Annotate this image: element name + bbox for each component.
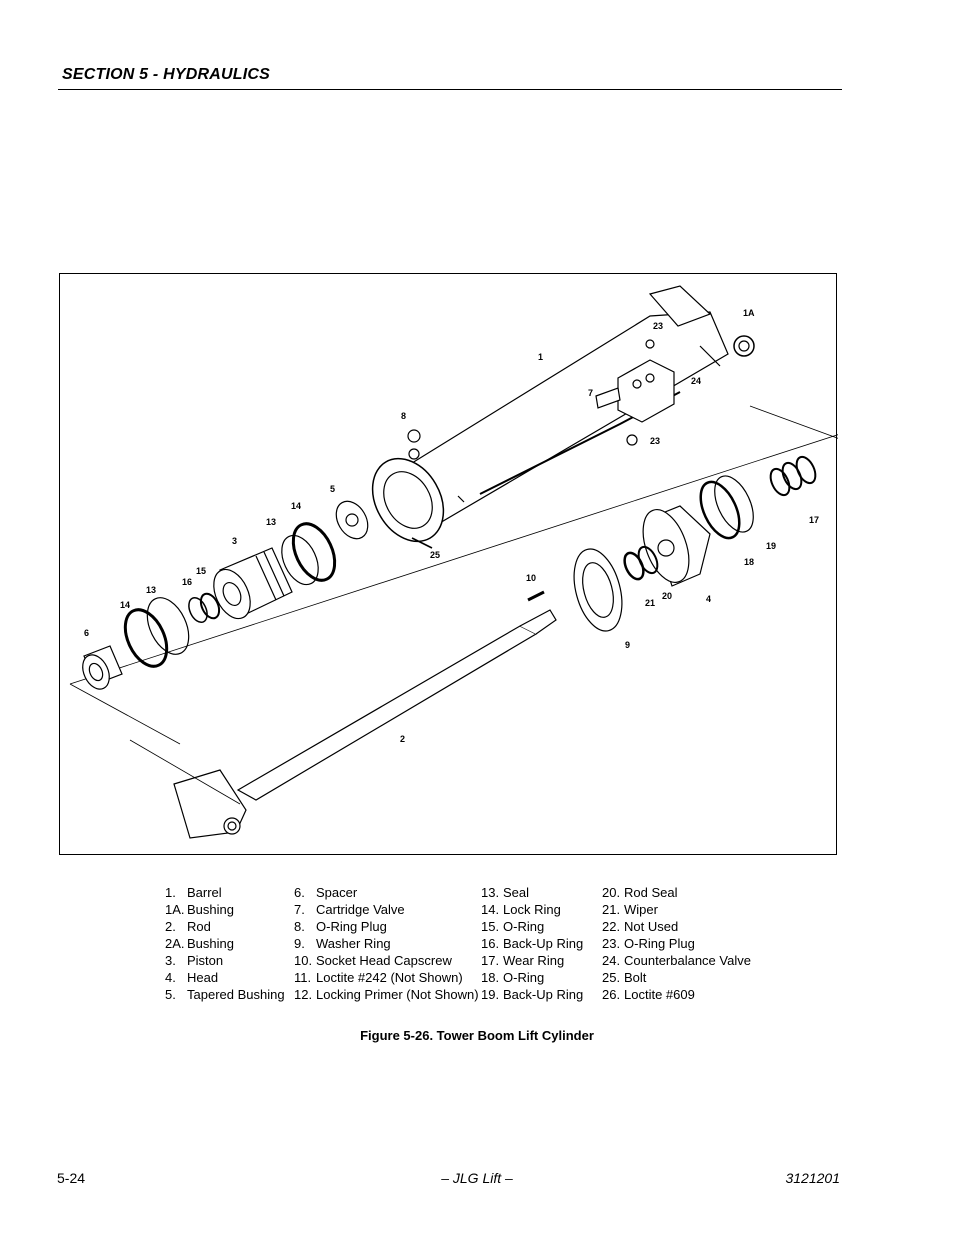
legend-item: 1A.Bushing xyxy=(165,902,234,917)
legend-item: 26.Loctite #609 xyxy=(602,987,695,1002)
callout-label: 15 xyxy=(196,566,206,576)
callout-label: 19 xyxy=(766,541,776,551)
legend-item: 18.O-Ring xyxy=(481,970,545,985)
washer-ring-drawing xyxy=(573,548,623,632)
callout-label: 4 xyxy=(706,594,711,604)
callout-label: 18 xyxy=(744,557,754,567)
page-number: 5-24 xyxy=(57,1170,86,1186)
legend-column-3: 13.Seal 14.Lock Ring 15.O-Ring 16.Back-U… xyxy=(481,884,583,1003)
callout-label: 14 xyxy=(120,600,130,610)
legend-item: 9.Washer Ring xyxy=(294,936,391,951)
lock-ring-drawing xyxy=(291,522,337,582)
head-drawing xyxy=(642,505,711,587)
callout-label: 10 xyxy=(526,573,536,583)
callout-label: 24 xyxy=(691,376,701,386)
callout-label: 23 xyxy=(650,436,660,446)
spacer-drawing xyxy=(82,645,123,690)
legend-item: 10.Socket Head Capscrew xyxy=(294,953,452,968)
o-ring-drawing xyxy=(699,480,741,540)
document-number: 3121201 xyxy=(785,1170,840,1186)
callout-label: 13 xyxy=(266,517,276,527)
legend-item: 11.Loctite #242 (Not Shown) xyxy=(294,970,463,985)
wear-ring-drawing xyxy=(769,467,791,497)
callout-label: 3 xyxy=(232,536,237,546)
figure-caption: Figure 5-26. Tower Boom Lift Cylinder xyxy=(360,1028,594,1043)
valve-block-drawing xyxy=(595,339,675,446)
legend-item: 13.Seal xyxy=(481,885,530,900)
legend-item: 25.Bolt xyxy=(602,970,647,985)
assembly-axis-line xyxy=(69,683,181,745)
wiper-drawing xyxy=(637,545,659,575)
legend-item: 2.Rod xyxy=(165,919,211,934)
callout-label: 7 xyxy=(588,388,593,398)
legend-column-4: 20.Rod Seal 21.Wiper 22.Not Used 23.O-Ri… xyxy=(602,884,751,1003)
section-title: SECTION 5 - HYDRAULICS xyxy=(62,66,270,83)
callout-label: 1A xyxy=(743,308,755,318)
piston-drawing xyxy=(213,547,293,620)
callout-label: 14 xyxy=(291,501,301,511)
callout-label: 9 xyxy=(625,640,630,650)
callout-label: 2 xyxy=(400,734,405,744)
callout-label: 25 xyxy=(430,550,440,560)
legend-item: 14.Lock Ring xyxy=(481,902,561,917)
callout-label: 17 xyxy=(809,515,819,525)
legend-item: 7.Cartridge Valve xyxy=(294,902,405,917)
callout-label: 13 xyxy=(146,585,156,595)
legend-item: 21.Wiper xyxy=(602,902,658,917)
legend-item: 19.Back-Up Ring xyxy=(481,987,584,1002)
socket-head-capscrew-drawing xyxy=(527,590,545,602)
rod-drawing xyxy=(173,609,557,839)
back-up-ring-drawing xyxy=(188,596,208,624)
footer-brand: – JLG Lift – xyxy=(441,1170,513,1186)
legend-item: 17.Wear Ring xyxy=(481,953,565,968)
callout-label: 6 xyxy=(84,628,89,638)
legend-item: 3.Piston xyxy=(165,953,224,968)
legend-item: 12.Locking Primer (Not Shown) xyxy=(294,987,479,1002)
callout-label: 20 xyxy=(662,591,672,601)
legend-item: 16.Back-Up Ring xyxy=(481,936,584,951)
legend-item: 4.Head xyxy=(165,970,219,985)
legend-item: 22.Not Used xyxy=(602,919,679,934)
callout-labels: 1A 23 1 24 7 8 23 5 14 13 3 25 16 15 13 … xyxy=(84,308,819,744)
callout-label: 1 xyxy=(538,352,543,362)
legend-item: 24.Counterbalance Valve xyxy=(602,953,751,968)
legend-column-1: 1.Barrel 1A.Bushing 2.Rod 2A.Bushing 3.P… xyxy=(165,884,285,1003)
legend-item: 6.Spacer xyxy=(294,885,358,900)
header-rule xyxy=(58,89,842,90)
lock-ring-drawing xyxy=(123,608,169,668)
legend-item: 20.Rod Seal xyxy=(602,885,678,900)
o-ring-plug-drawing xyxy=(407,429,421,443)
callout-label: 5 xyxy=(330,484,335,494)
callout-label: 8 xyxy=(401,411,406,421)
tapered-bushing-drawing xyxy=(335,500,369,540)
legend-item: 5.Tapered Bushing xyxy=(165,987,285,1002)
legend-item: 23.O-Ring Plug xyxy=(602,936,695,951)
seal-drawing xyxy=(146,597,190,655)
cylinder-exploded-drawing xyxy=(69,285,838,839)
back-up-ring-drawing xyxy=(714,475,754,533)
callout-label: 16 xyxy=(182,577,192,587)
assembly-axis-line xyxy=(749,405,838,439)
legend-item: 15.O-Ring xyxy=(481,919,545,934)
exploded-view-figure: 1A 23 1 24 7 8 23 5 14 13 3 25 16 15 13 … xyxy=(59,273,838,855)
callout-label: 21 xyxy=(645,598,655,608)
legend-item: 1.Barrel xyxy=(165,885,222,900)
legend-item: 2A.Bushing xyxy=(165,936,234,951)
assembly-axis-line xyxy=(129,739,241,805)
assembly-axis-line xyxy=(69,434,838,685)
callout-label: 23 xyxy=(653,321,663,331)
legend-item: 8.O-Ring Plug xyxy=(294,919,387,934)
bolt-drawing xyxy=(411,537,433,549)
legend-column-2: 6.Spacer 7.Cartridge Valve 8.O-Ring Plug… xyxy=(294,884,479,1003)
o-ring-drawing xyxy=(199,592,221,620)
